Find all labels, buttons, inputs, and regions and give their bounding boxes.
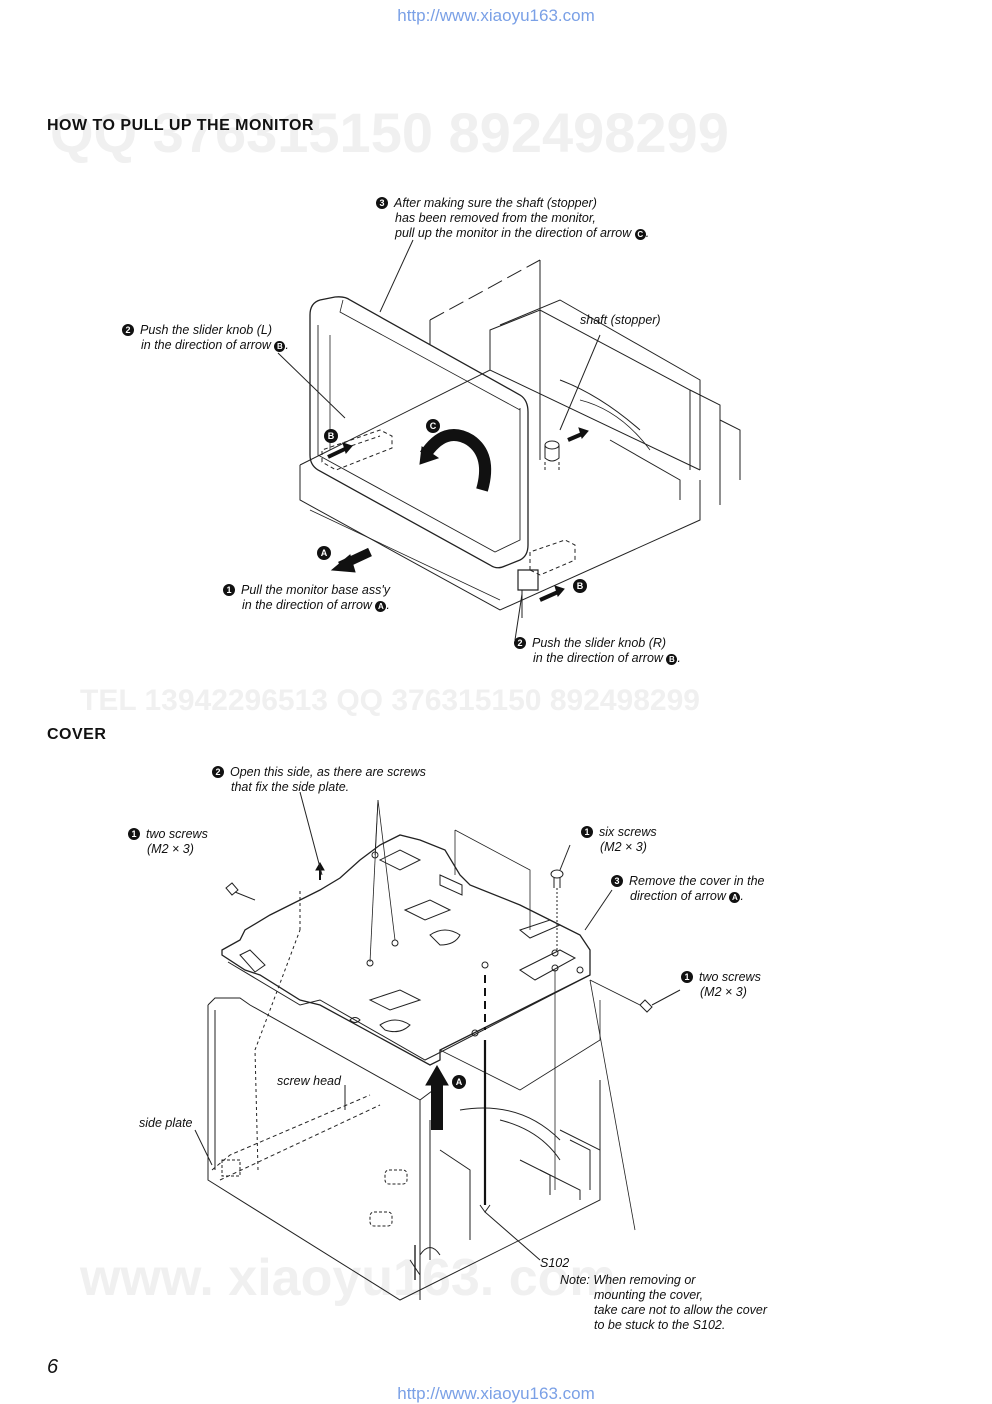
arrow-c-marker: C <box>426 419 440 433</box>
page-number: 6 <box>47 1356 59 1378</box>
arrow-b-marker-right: B <box>573 579 587 593</box>
header-url[interactable]: http://www.xiaoyu163.com <box>397 6 595 25</box>
cover-arrow-a-marker: A <box>452 1075 466 1089</box>
arrow-a-marker: A <box>317 546 331 560</box>
s102-caution-note: Note: When removing or mounting the cove… <box>560 1273 768 1332</box>
screw-head-label: screw head <box>277 1074 341 1088</box>
footer-url[interactable]: http://www.xiaoyu163.com <box>397 1384 595 1403</box>
section-title-monitor: HOW TO PULL UP THE MONITOR <box>47 117 314 134</box>
section-title-cover: COVER <box>47 726 107 743</box>
s102-label: S102 <box>540 1256 570 1270</box>
screw-left <box>226 883 255 900</box>
arrow-b-marker-left: B <box>324 429 338 443</box>
cover-removal-diagram <box>0 700 992 1400</box>
side-plate-label: side plate <box>139 1116 193 1130</box>
shaft-stopper-label: shaft (stopper) <box>580 313 661 327</box>
monitor-pullup-diagram <box>0 0 992 700</box>
